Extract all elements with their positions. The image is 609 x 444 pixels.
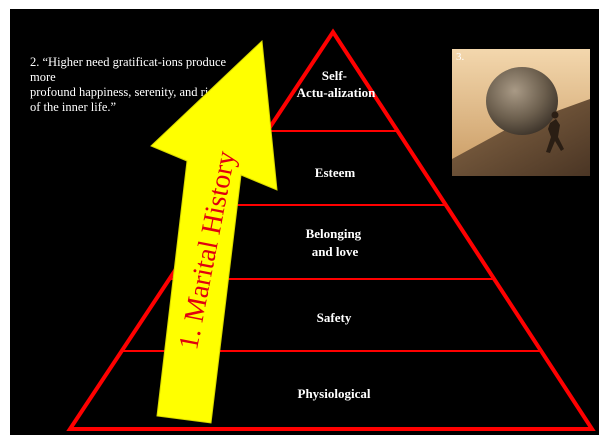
pyramid-diagram: Self- Actu-alization Esteem Belonging an… <box>66 28 596 431</box>
photo-figure <box>546 119 564 153</box>
quote-line-1: 2. “Higher need gratificat-ions produce <box>30 55 227 69</box>
slide: 2. “Higher need gratificat-ions produce … <box>10 9 599 435</box>
belonging-line-1: Belonging <box>306 226 362 241</box>
level-label-self-actualization: Self- Actu-alization <box>297 68 376 100</box>
level-label-esteem: Esteem <box>315 165 356 180</box>
arrow-shape <box>150 39 278 424</box>
level-label-physiological: Physiological <box>298 386 371 401</box>
quote-line-4: of the inner life.” <box>30 100 117 114</box>
level-label-safety: Safety <box>317 310 352 325</box>
photo-boulder <box>486 67 558 135</box>
marital-history-arrow: 1. Marital History <box>150 39 278 424</box>
self-actualization-line-2: Actu-alization <box>297 85 376 100</box>
quote-text: 2. “Higher need gratificat-ions produce … <box>30 55 330 115</box>
quote-line-3: profound happiness, serenity, and richne… <box>30 85 242 99</box>
belonging-line-2: and love <box>312 244 359 259</box>
photo-figure-head <box>551 111 559 119</box>
level-label-belonging: Belonging and love <box>306 226 365 259</box>
photo-number: 3. <box>456 51 465 63</box>
sisyphus-boulder-icon <box>452 49 590 176</box>
self-actualization-line-1: Self- <box>322 68 347 83</box>
quote-line-2: more <box>30 70 56 84</box>
sisyphus-photo: 3. <box>452 49 590 176</box>
